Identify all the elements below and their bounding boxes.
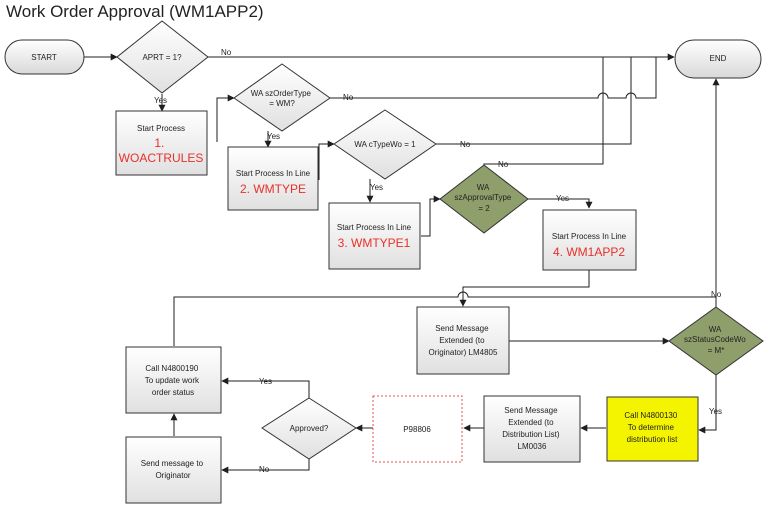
process-call-n4800190: Call N4800190 To update work order statu… [125,346,222,414]
edge-label-approvaltype-no: No [498,160,509,169]
decision-ctypewo-label: WA cTypeWo = 1 [354,140,416,149]
process-wmtype: Start Process In Line 2. WMTYPE [227,146,319,211]
edge-label-approved-yes: Yes [259,377,272,386]
decision-status: WA szStatusCodeWo = M* [668,306,764,376]
process-p98806-label: P98806 [403,425,431,434]
process-call-n4800130-label: Call N4800130 To determine distribution … [624,411,679,444]
process-wm1app2: Start Process In Line 4. WM1APP2 [542,209,637,271]
page-title: Work Order Approval (WM1APP2) [6,2,264,21]
process-call-n4800190-label: Call N4800190 To update work order statu… [145,364,202,397]
process-wmtype1: Start Process In Line 3. WMTYPE1 [328,202,421,270]
edge-label-ctypewo-yes: Yes [370,183,383,192]
process-wm1app2-label: Start Process In Line [552,232,627,241]
decision-approvaltype-label: WA szApprovalType = 2 [454,183,513,213]
start-terminal: START [4,39,85,75]
decision-ordertype: WA szOrderType = WM? [233,63,331,132]
edge-label-ordertype-no: No [343,93,354,102]
process-woactrules-ref: 1. WOACTRULES [119,136,204,165]
process-woactrules: Start Process 1. WOACTRULES [115,110,208,176]
process-p98806: P98806 [372,395,463,463]
decision-ordertype-label: WA szOrderType = WM? [251,89,313,108]
decision-ctypewo: WA cTypeWo = 1 [333,109,437,180]
end-terminal: END [674,39,762,79]
edge-label-aprt-yes: Yes [154,96,167,105]
decision-aprt-label: APRT = 1? [142,53,182,62]
process-send-message-distribution: Send Message Extended (to Distribution L… [483,395,581,463]
edge-label-status-no: No [711,290,722,299]
process-wmtype-ref: 2. WMTYPE [240,182,306,196]
end-label: END [710,54,727,63]
decision-approvaltype: WA szApprovalType = 2 [439,164,529,234]
process-call-n4800130: Call N4800130 To determine distribution … [606,396,699,462]
edge-label-aprt-no: No [221,48,232,57]
edge-label-ordertype-yes: Yes [267,132,280,141]
process-send-message-to-originator: Send message to Originator [125,436,222,504]
process-wm1app2-ref: 4. WM1APP2 [553,245,625,259]
start-label: START [31,53,57,62]
process-send-message-distribution-label: Send Message Extended (to Distribution L… [502,406,562,451]
decision-approved-label: Approved? [290,424,329,433]
decision-approved: Approved? [261,397,357,460]
process-send-message-to-originator-label: Send message to Originator [141,459,206,480]
process-wmtype-label: Start Process In Line [236,169,311,178]
decision-status-label: WA szStatusCodeWo = M* [684,325,748,355]
process-send-message-originator: Send Message Extended (to Originator) LM… [416,306,510,375]
process-woactrules-label: Start Process [137,124,185,133]
edge-label-status-yes: Yes [709,407,722,416]
edge-label-ctypewo-no: No [460,140,471,149]
edge-label-approved-no: No [259,465,270,474]
process-wmtype1-ref: 3. WMTYPE1 [338,236,411,250]
edge-label-approvaltype-yes: Yes [556,194,569,203]
process-wmtype1-label: Start Process In Line [337,223,412,232]
process-send-message-originator-label: Send Message Extended (to Originator) LM… [429,324,498,357]
decision-aprt: APRT = 1? [116,20,209,94]
